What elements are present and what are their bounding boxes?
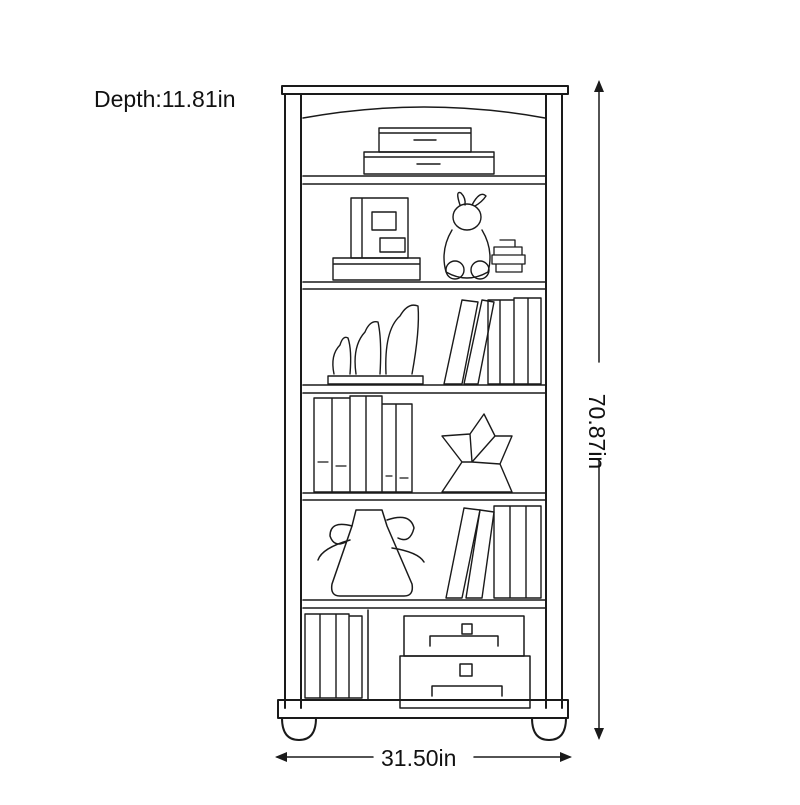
left-side-panel [284, 93, 302, 709]
right-side-panel [545, 93, 563, 709]
shelf-2 [302, 281, 546, 290]
top-cap [281, 85, 569, 95]
right-arrowhead-icon [560, 752, 572, 762]
width-label: 31.50in [381, 745, 457, 771]
shelf-4 [302, 492, 546, 501]
bunny-toy [443, 191, 491, 280]
left-arrowhead-icon [275, 752, 287, 762]
binders [313, 395, 413, 493]
shelves [302, 175, 546, 609]
base-plinth [277, 699, 569, 719]
books-shelf-3 [443, 297, 542, 385]
up-arrowhead-icon [594, 80, 604, 92]
height-label-wrapper: 70.87in [575, 393, 619, 468]
top-arch [302, 106, 546, 119]
depth-label: Depth:11.81in [94, 86, 236, 112]
coffee-machine [332, 197, 421, 281]
rabbit-figurines [327, 304, 424, 385]
height-dimension-arrow [594, 80, 604, 740]
height-label: 70.87in [584, 393, 611, 469]
down-arrowhead-icon [594, 728, 604, 740]
right-bun-foot [531, 717, 567, 741]
suitcases [399, 615, 531, 709]
shelf-3 [302, 384, 546, 394]
books-shelf-5 [445, 505, 542, 599]
stacked-boxes [363, 127, 495, 175]
left-bun-foot [281, 717, 317, 741]
books-bottom [304, 613, 363, 699]
shelf-1 [302, 175, 546, 185]
geometric-sculpture [441, 413, 513, 493]
small-book-stack [491, 239, 526, 273]
vase [317, 509, 425, 597]
shelf-5 [302, 599, 546, 609]
bookcase [277, 85, 569, 741]
width-dimension-arrow [275, 752, 572, 762]
